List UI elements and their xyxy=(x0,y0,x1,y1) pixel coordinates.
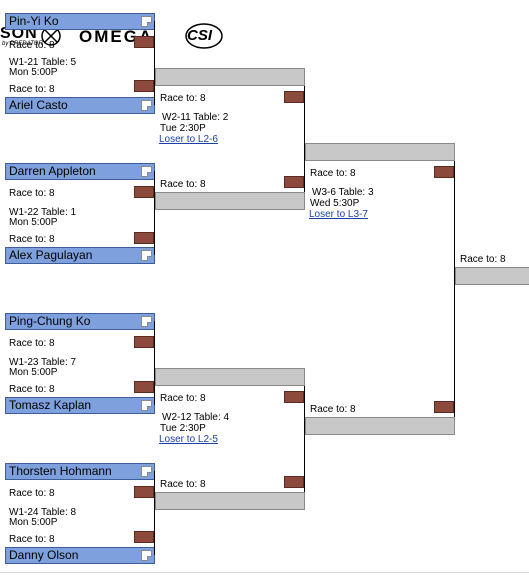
winner-slot[interactable] xyxy=(305,143,455,161)
player-slot[interactable]: Ariel Casto xyxy=(5,97,155,114)
player-name: Danny Olson xyxy=(9,548,79,562)
winner-slot[interactable] xyxy=(305,417,455,435)
player-name: Alex Pagulayan xyxy=(9,248,93,262)
score-box[interactable] xyxy=(134,531,154,543)
race-label: Race to: 8 xyxy=(9,384,55,395)
race-label: Race to: 8 xyxy=(160,479,206,490)
race-label: Race to: 8 xyxy=(9,234,55,245)
sponsor-logo-csi xyxy=(184,22,224,53)
match-time: Mon 5:00P xyxy=(9,217,58,228)
player-slot[interactable]: Danny Olson xyxy=(5,547,155,564)
sponsor-logo-csi-text: CSI xyxy=(187,27,213,44)
score-box[interactable] xyxy=(434,166,454,178)
score-box[interactable] xyxy=(134,80,154,92)
bracket-line xyxy=(154,471,155,555)
match-time: Mon 5:00P xyxy=(9,517,58,528)
note-icon[interactable] xyxy=(141,466,152,477)
match-time: Tue 2:30P xyxy=(160,423,206,434)
bracket-line xyxy=(154,321,155,405)
race-label: Race to: 8 xyxy=(9,188,55,199)
match-time: Mon 5:00P xyxy=(9,367,58,378)
player-slot[interactable]: Tomasz Kaplan xyxy=(5,397,155,414)
sponsor-tagline: by PREDATOR xyxy=(2,41,43,47)
score-box[interactable] xyxy=(134,232,154,244)
race-label: Race to: 8 xyxy=(460,254,506,265)
score-box[interactable] xyxy=(134,336,154,348)
winner-slot[interactable] xyxy=(455,267,529,285)
match-info: W2-11 Table: 2 xyxy=(162,112,229,123)
player-name: Ariel Casto xyxy=(9,98,68,112)
score-box[interactable] xyxy=(284,91,304,103)
player-name: Tomasz Kaplan xyxy=(9,398,92,412)
note-icon[interactable] xyxy=(141,316,152,327)
bracket-line xyxy=(154,171,155,255)
winner-slot[interactable] xyxy=(155,368,305,386)
race-label: Race to: 8 xyxy=(160,393,206,404)
note-icon[interactable] xyxy=(141,16,152,27)
match-info: W1-22 Table: 1 xyxy=(9,207,77,218)
player-slot[interactable]: Pin-Yi Ko xyxy=(5,13,155,30)
race-label: Race to: 8 xyxy=(310,404,356,415)
sponsor-logo-omega: OMEGA xyxy=(79,27,154,46)
note-icon[interactable] xyxy=(141,100,152,111)
match-info: W2-12 Table: 4 xyxy=(162,412,230,423)
score-box[interactable] xyxy=(134,486,154,498)
winner-slot[interactable] xyxy=(155,492,305,510)
bracket-line xyxy=(154,21,155,105)
winner-slot[interactable] xyxy=(155,68,305,86)
score-box[interactable] xyxy=(284,176,304,188)
bracket-line xyxy=(304,386,305,492)
score-box[interactable] xyxy=(284,476,304,488)
race-label: Race to: 8 xyxy=(310,168,356,179)
race-label: Race to: 8 xyxy=(160,93,206,104)
loser-link[interactable]: Loser to L2-6 xyxy=(159,134,218,145)
race-label: Race to: 8 xyxy=(9,534,55,545)
match-time: Tue 2:30P xyxy=(160,123,206,134)
player-slot[interactable]: Alex Pagulayan xyxy=(5,247,155,264)
player-name: Darren Appleton xyxy=(9,164,96,178)
note-icon[interactable] xyxy=(141,400,152,411)
player-name: Thorsten Hohmann xyxy=(9,464,112,478)
match-info: W1-23 Table: 7 xyxy=(9,357,77,368)
race-label: Race to: 8 xyxy=(160,179,206,190)
match-info: W3-6 Table: 3 xyxy=(312,187,374,198)
player-slot[interactable]: Ping-Chung Ko xyxy=(5,313,155,330)
loser-link[interactable]: Loser to L2-5 xyxy=(159,434,218,445)
score-box[interactable] xyxy=(134,381,154,393)
loser-link[interactable]: Loser to L3-7 xyxy=(309,209,368,220)
match-time: Mon 5:00P xyxy=(9,67,58,78)
player-name: Pin-Yi Ko xyxy=(9,14,59,28)
player-slot[interactable]: Thorsten Hohmann xyxy=(5,463,155,480)
race-label: Race to: 8 xyxy=(9,488,55,499)
note-icon[interactable] xyxy=(141,166,152,177)
page-divider xyxy=(0,572,529,573)
bracket-line xyxy=(304,86,305,192)
score-box[interactable] xyxy=(134,36,154,48)
match-time: Wed 5:30P xyxy=(310,198,360,209)
player-name: Ping-Chung Ko xyxy=(9,314,91,328)
score-box[interactable] xyxy=(284,391,304,403)
match-info: W1-21 Table: 5 xyxy=(9,57,77,68)
winner-slot[interactable] xyxy=(155,192,305,210)
race-label: Race to: 8 xyxy=(9,84,55,95)
race-label: Race to: 8 xyxy=(9,338,55,349)
score-box[interactable] xyxy=(434,401,454,413)
note-icon[interactable] xyxy=(141,550,152,561)
player-slot[interactable]: Darren Appleton xyxy=(5,163,155,180)
note-icon[interactable] xyxy=(141,250,152,261)
bracket-line xyxy=(454,161,455,417)
race-label: Race to: 8 xyxy=(9,40,55,51)
score-box[interactable] xyxy=(134,186,154,198)
match-info: W1-24 Table: 8 xyxy=(9,507,77,518)
